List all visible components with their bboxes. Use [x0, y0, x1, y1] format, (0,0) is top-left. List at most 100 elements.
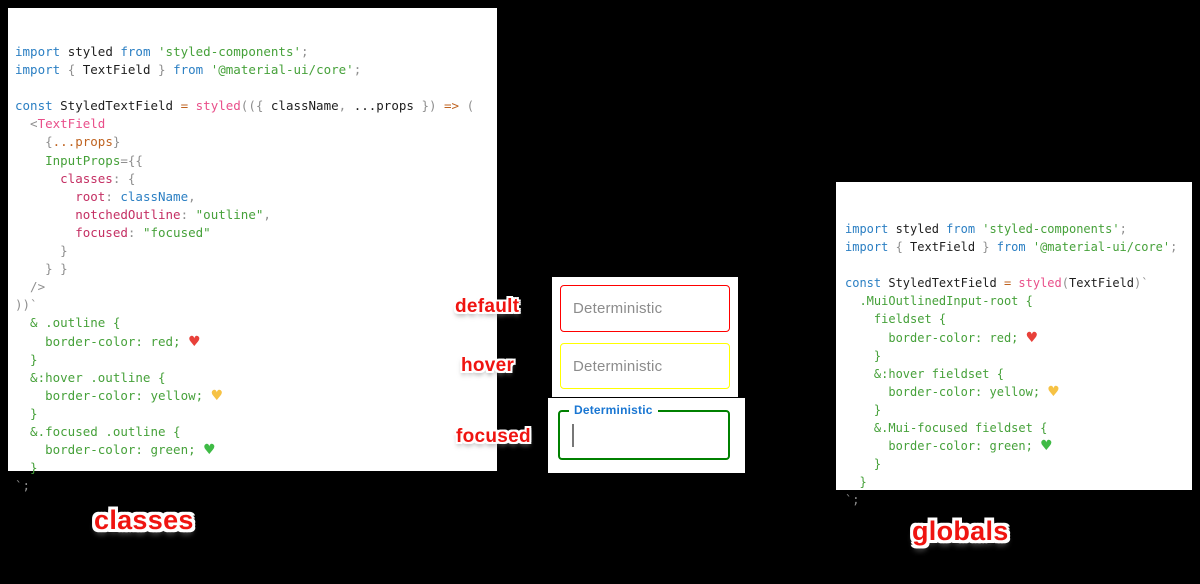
code-token: TextField	[910, 240, 983, 255]
code-token: <	[15, 116, 38, 132]
code-line: border-color: yellow; ♥	[845, 383, 1192, 401]
textfield-focused-label: Deterministic	[569, 403, 658, 417]
code-line: root: className,	[15, 188, 497, 206]
code-token: }	[845, 402, 882, 417]
annotation-default: default	[455, 296, 520, 317]
code-line: `;	[15, 477, 497, 495]
code-token: (	[1061, 276, 1069, 291]
code-line: }	[845, 455, 1192, 473]
code-token: ;	[301, 44, 309, 59]
code-token: }	[845, 348, 882, 363]
code-line: focused: "focused"	[15, 224, 497, 242]
code-token: '@material-ui/core'	[210, 62, 354, 78]
code-token: InputProps	[15, 152, 121, 168]
code-line: <TextField	[15, 115, 497, 133]
code-line: import { TextField } from '@material-ui/…	[15, 61, 497, 79]
code-token: notchedOutline	[15, 206, 181, 222]
code-line	[845, 256, 1192, 274]
code-token: &:hover .outline {	[15, 369, 166, 385]
textfield-default[interactable]: Deterministic	[560, 285, 730, 332]
textfield-hover[interactable]: Deterministic	[560, 343, 730, 389]
code-token: ;	[1170, 240, 1178, 255]
code-line: border-color: green; ♥	[15, 441, 497, 459]
code-line: &:hover .outline {	[15, 369, 497, 387]
code-token: =	[1003, 276, 1019, 291]
code-token: TextField	[82, 62, 159, 78]
code-token: ;	[1119, 222, 1127, 236]
text-cursor	[572, 424, 574, 447]
heart-icon: ♥	[1040, 438, 1053, 455]
code-token: TextField	[1069, 276, 1135, 291]
code-token: className	[270, 98, 339, 114]
annotation-focused: focused	[456, 426, 531, 447]
code-token: '@material-ui/core'	[1032, 240, 1171, 255]
code-line: }	[845, 401, 1192, 419]
code-token: .MuiOutlinedInput-root {	[845, 294, 1033, 309]
code-token: border-color: red;	[15, 333, 189, 349]
code-block-classes: import styled from 'styled-components';i…	[8, 38, 497, 495]
heart-icon: ♥	[210, 387, 224, 404]
code-token: &.focused .outline {	[15, 423, 181, 439]
code-block-globals: import styled from 'styled-components';i…	[836, 210, 1192, 510]
code-line: classes: {	[15, 170, 497, 188]
code-token: &:hover fieldset {	[845, 366, 1004, 381]
code-token: border-color: red;	[845, 330, 1026, 345]
code-token: border-color: yellow;	[845, 384, 1048, 399]
code-token: } }	[15, 261, 68, 277]
code-token: }	[112, 134, 121, 150]
annotation-hover: hover	[461, 355, 515, 376]
code-token: />	[15, 279, 46, 295]
code-token: &.Mui-focused fieldset {	[845, 421, 1048, 436]
code-token: })	[421, 98, 445, 114]
code-token: }	[15, 460, 38, 476]
code-line	[15, 79, 497, 97]
code-token: TextField	[37, 116, 106, 132]
code-token: ;	[353, 62, 362, 78]
code-token: "focused"	[142, 224, 211, 240]
code-line: import styled from 'styled-components';	[845, 220, 1192, 238]
code-token: import	[15, 44, 68, 59]
code-token: fieldset {	[845, 312, 947, 327]
code-token: (	[466, 98, 475, 114]
caption-globals: globals	[912, 516, 1009, 546]
code-line: notchedOutline: "outline",	[15, 206, 497, 224]
code-token: =>	[444, 98, 467, 114]
code-token: ,	[338, 98, 354, 114]
code-token: }	[845, 457, 882, 472]
textfield-hover-placeholder: Deterministic	[573, 357, 663, 375]
code-line: import styled from 'styled-components';	[15, 43, 497, 61]
code-line: import { TextField } from '@material-ui/…	[845, 238, 1192, 256]
code-line: }	[15, 405, 497, 423]
code-token: styled	[895, 222, 947, 236]
textfield-default-placeholder: Deterministic	[573, 300, 663, 317]
code-token: {	[67, 62, 83, 78]
code-token: const	[15, 98, 61, 114]
code-token: {	[895, 240, 911, 255]
code-token: ))`	[15, 297, 38, 313]
code-token: 'styled-components'	[982, 222, 1120, 236]
code-token: className	[120, 188, 189, 204]
heart-icon: ♥	[1047, 383, 1060, 400]
caption-classes: classes	[94, 505, 194, 535]
code-token: root	[15, 188, 106, 204]
code-token: ,	[263, 206, 271, 222]
code-token: import	[15, 62, 68, 78]
code-token: border-color: green;	[15, 442, 204, 458]
code-token: : {	[112, 170, 136, 186]
code-line: &:hover fieldset {	[845, 365, 1192, 383]
code-token: const	[845, 276, 889, 291]
heart-icon: ♥	[1025, 329, 1039, 346]
code-token: ,	[188, 188, 196, 204]
code-line: border-color: red; ♥	[15, 333, 497, 351]
code-line: &.Mui-focused fieldset {	[845, 419, 1192, 437]
textfield-focused[interactable]: Deterministic	[558, 403, 730, 460]
code-token: styled	[67, 44, 121, 59]
textfield-demo-card-top: Deterministic Deterministic	[552, 277, 738, 397]
code-token: }	[15, 405, 38, 421]
code-line: {...props}	[15, 133, 497, 151]
code-line: `;	[845, 491, 1192, 509]
code-line: fieldset {	[845, 310, 1192, 328]
code-token: StyledTextField	[888, 276, 1004, 291]
code-token: }	[982, 240, 997, 255]
code-line: }	[845, 473, 1192, 491]
